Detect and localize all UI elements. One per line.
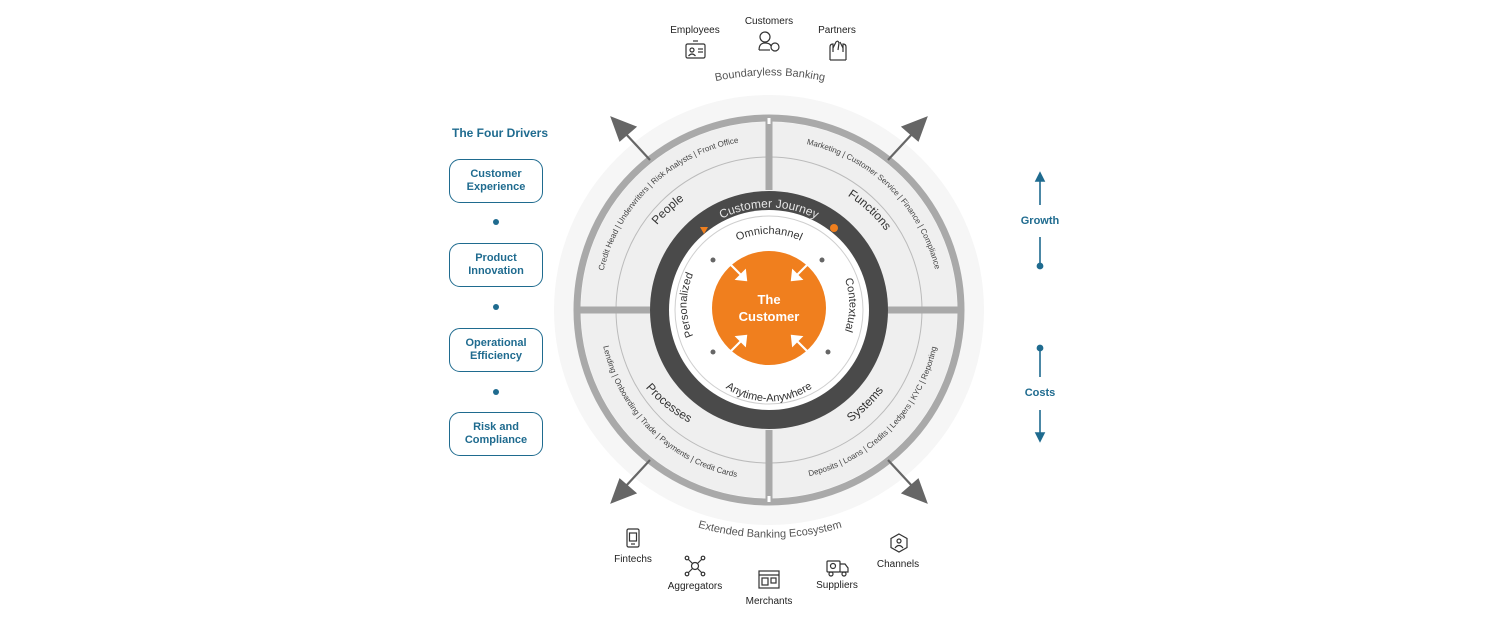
delivery-truck-icon (826, 560, 849, 577)
inner-thin-ring (674, 215, 864, 405)
driver-customer-experience: Customer Experience (449, 159, 543, 203)
contextual-label: Contextual (842, 276, 858, 333)
driver-separator-dot (493, 389, 499, 395)
partners-hands-icon (829, 40, 847, 61)
journey-start-marker (700, 227, 708, 234)
center-title-line1: The (757, 292, 780, 307)
storefront-icon (758, 570, 780, 589)
stakeholder-partners-label: Partners (818, 25, 856, 36)
center-title-line2: Customer (739, 309, 800, 324)
driver-separator-dot (493, 219, 499, 225)
driver-risk-compliance: Risk and Compliance (449, 412, 543, 456)
journey-end-marker (830, 224, 838, 232)
driver-product-innovation: Product Innovation (449, 243, 543, 287)
ecosystem-fintechs-label: Fintechs (614, 554, 652, 565)
omnichannel-label: Omnichannel (734, 225, 804, 244)
stakeholder-customers-label: Customers (745, 16, 793, 27)
employee-badge-icon (685, 40, 706, 59)
boundaryless-banking-label: Boundaryless Banking (714, 66, 826, 84)
growth-costs-arrows (1034, 171, 1046, 443)
center-arrows (730, 264, 808, 352)
ecosystem-aggregators-label: Aggregators (668, 581, 722, 592)
quadrant-separators (580, 120, 958, 500)
driver-separator-dot (493, 304, 499, 310)
driver-operational-efficiency: Operational Efficiency (449, 328, 543, 372)
ecosystem-merchants-label: Merchants (746, 596, 793, 607)
costs-label: Costs (1024, 387, 1056, 399)
diagonal-arrows (610, 116, 928, 504)
personalized-label: Personalized (678, 271, 696, 340)
stakeholder-employees-label: Employees (670, 25, 719, 36)
ecosystem-suppliers-label: Suppliers (816, 580, 858, 591)
ecosystem-channels-label: Channels (877, 559, 919, 570)
inner-dots (710, 257, 831, 355)
customer-center-disk (712, 251, 826, 365)
network-hub-icon (684, 555, 706, 577)
mobile-app-icon (626, 528, 640, 548)
customer-coin-icon (758, 31, 780, 52)
drivers-title: The Four Drivers (451, 126, 549, 140)
channel-hex-icon (890, 533, 908, 553)
growth-label: Growth (1020, 215, 1060, 227)
